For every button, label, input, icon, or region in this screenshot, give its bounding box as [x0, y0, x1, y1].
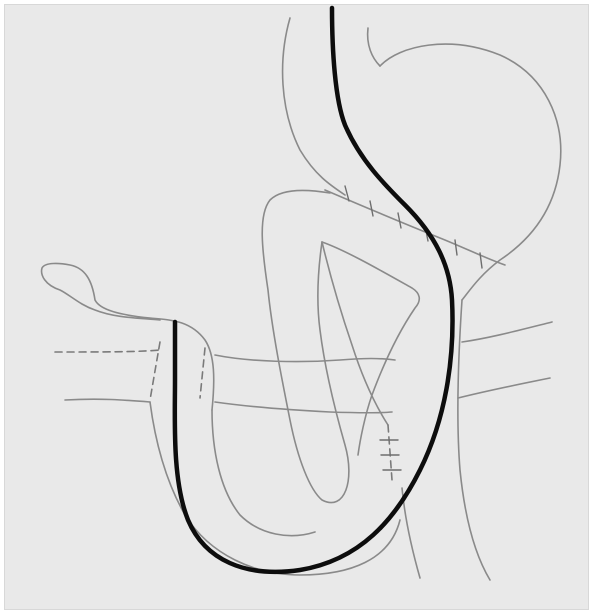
small-bowel [55, 322, 552, 413]
afferent-limb-outer-wall [262, 190, 349, 502]
gastric-remnant-outline [380, 44, 561, 300]
lower-anastomosis-dashed [388, 425, 392, 480]
small-bowel-lower-wall-left [65, 399, 150, 402]
suture-stitch-5 [455, 240, 457, 255]
small-bowel-lower-wall-mid [215, 402, 392, 413]
afferent-limb-inner-wall [322, 242, 419, 455]
esophagus-left-wall [283, 18, 345, 195]
endoscope-path [175, 8, 453, 572]
afferent-limb [262, 190, 419, 502]
lower-jejunal-loop-inner [212, 410, 315, 536]
small-bowel-upper-wall-right [462, 322, 552, 342]
suture-line-path [325, 190, 505, 265]
esophagus-right-wall [368, 28, 380, 66]
duodenal-stump-outline [42, 263, 214, 410]
duodenal-stump [42, 263, 214, 410]
gastric-remnant [380, 44, 561, 300]
small-bowel-crossing-dashed-2 [200, 348, 205, 398]
efferent-limb-left-wall [402, 488, 420, 578]
small-bowel-upper-wall-mid [215, 355, 395, 362]
small-bowel-upper-dashed [55, 350, 160, 352]
small-bowel-lower-wall-right [458, 378, 550, 398]
lower-anastomosis-marks [380, 425, 401, 480]
